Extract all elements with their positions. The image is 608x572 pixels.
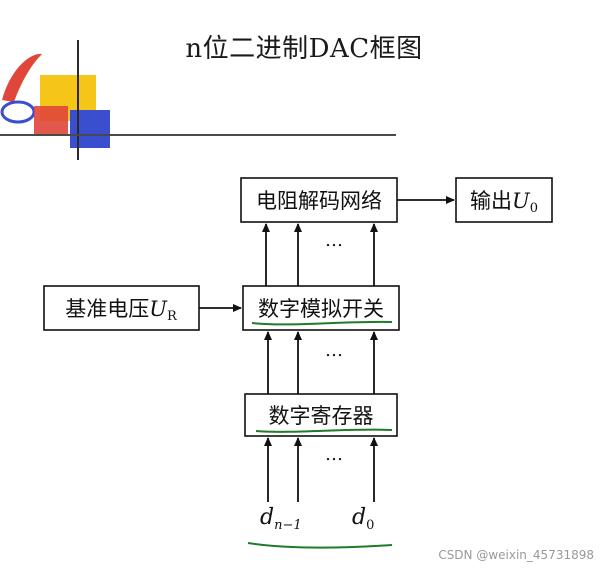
output-label: 输出U0 <box>470 189 538 216</box>
reference-text: 基准电压 <box>65 297 149 321</box>
red-square <box>34 106 68 134</box>
header-rule <box>0 134 396 136</box>
switch-underline-annotation <box>251 320 393 326</box>
input-lsb-label: d0 <box>352 505 374 533</box>
inputs-underline-annotation <box>247 542 393 549</box>
digital-register-label: 数字寄存器 <box>269 404 374 428</box>
output-block <box>455 177 553 223</box>
reference-voltage-label: 基准电压UR <box>65 297 178 324</box>
red-swoosh-icon <box>2 53 42 102</box>
analog-switch-label: 数字模拟开关 <box>258 297 384 321</box>
input-msb-subscript: n−1 <box>274 518 302 533</box>
ellipsis-lower: … <box>325 444 343 465</box>
ellipsis-upper: … <box>325 230 343 251</box>
input-lsb-subscript: 0 <box>366 518 374 533</box>
reference-symbol: U <box>149 297 168 321</box>
slide-title: n位二进制DAC框图 <box>185 34 423 64</box>
resistor-network-label: 电阻解码网络 <box>256 189 382 213</box>
output-symbol: U <box>512 189 531 213</box>
reference-subscript: R <box>167 309 178 324</box>
output-text: 输出 <box>470 189 512 213</box>
input-msb-label: dn−1 <box>260 505 302 533</box>
slide-decoration <box>0 40 110 160</box>
output-subscript: 0 <box>530 201 538 216</box>
blue-square <box>70 110 110 148</box>
resistor-network-block <box>240 177 398 223</box>
watermark: CSDN @weixin_45731898 <box>438 548 594 562</box>
ellipsis-middle: … <box>325 340 343 361</box>
input-lsb-symbol: d <box>352 505 366 530</box>
register-underline-annotation <box>255 428 393 433</box>
input-msb-symbol: d <box>260 505 274 530</box>
